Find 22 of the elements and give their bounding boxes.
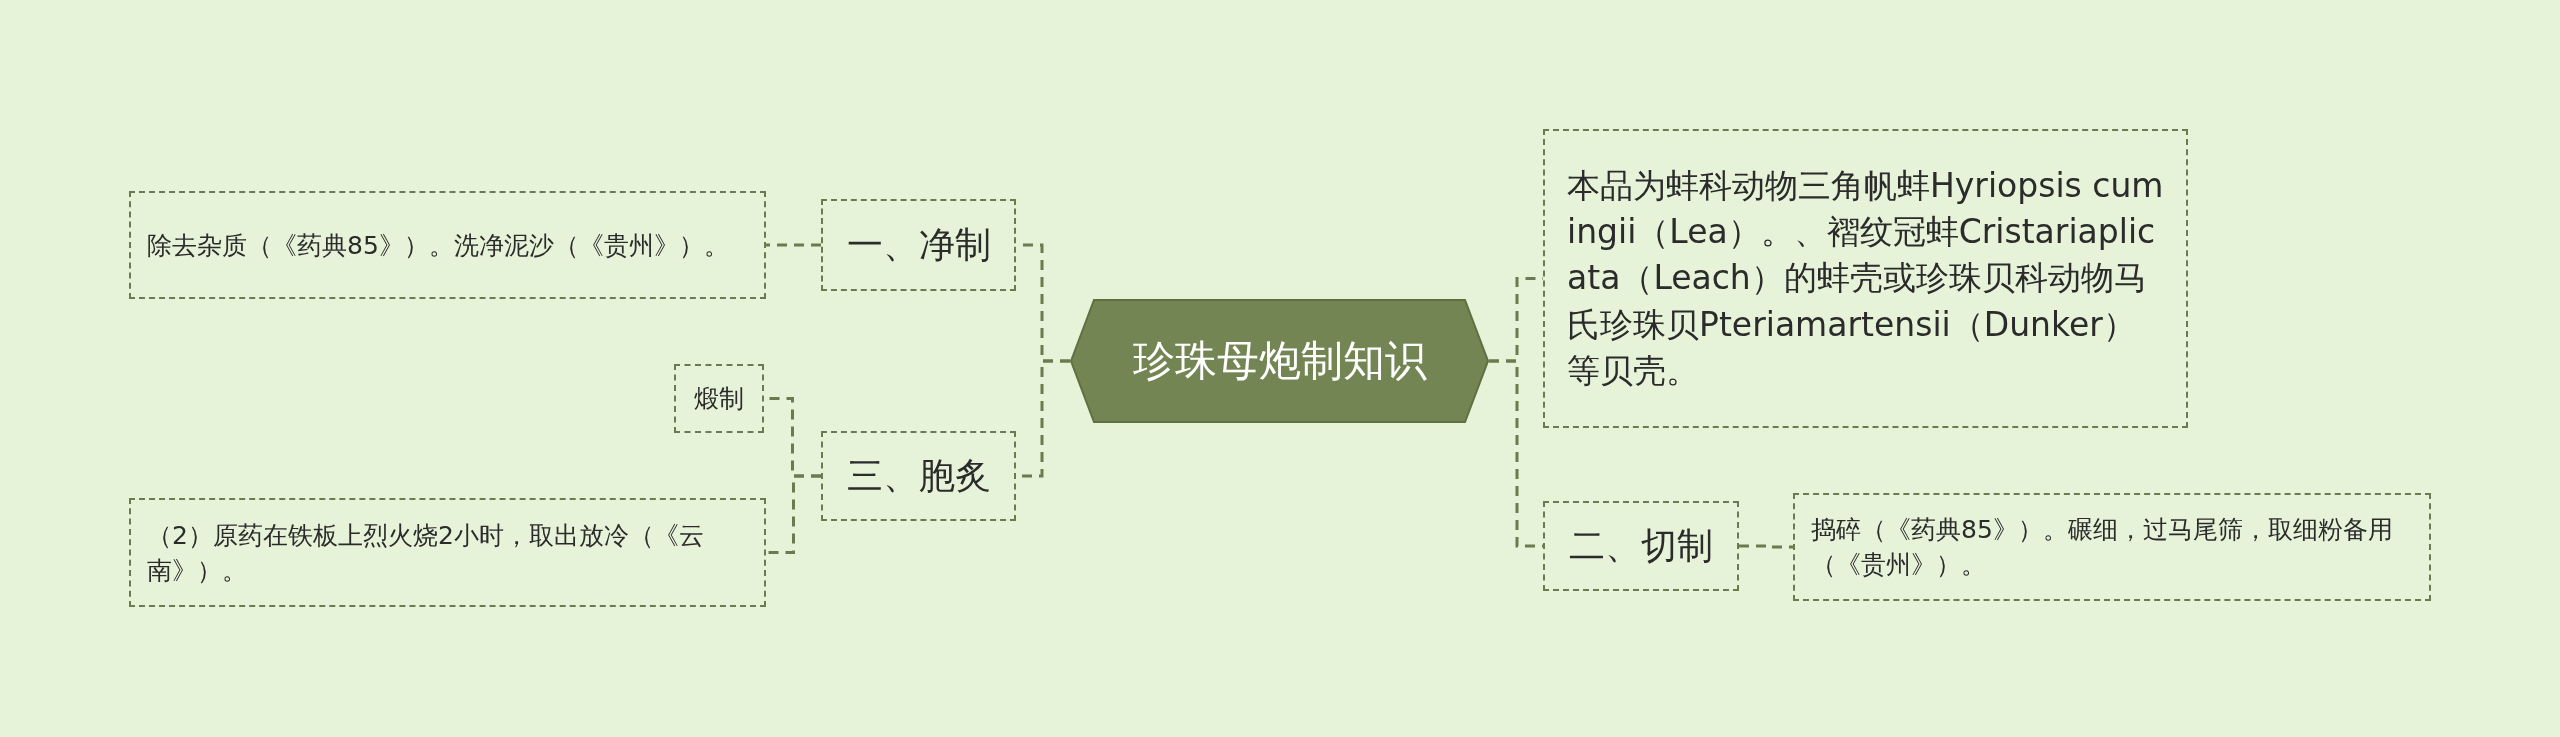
topic-text: 本品为蚌科动物三角帆蚌Hyriopsis cumingii（Lea）。、褶纹冠蚌Cristariaplicata（Leach）的蚌壳或珍珠贝科动物马氏珍珠贝Pteriamartensii（Dunker）等贝壳。 (1567, 165, 2164, 392)
topic-box (821, 431, 1016, 521)
subtopic-box (1793, 493, 2431, 601)
central-topic-text: 珍珠母炮制知识 (1132, 334, 1427, 387)
topic-box (1543, 129, 2188, 428)
topic-text: 除去杂质（《药典85》）。洗净泥沙（《贵州》）。 (147, 229, 729, 262)
topic-box (1543, 501, 1739, 591)
connector-line (1739, 544, 1793, 549)
subtopic-box (129, 498, 766, 607)
topic-text: 捣碎（《药典85》）。碾细，过马尾筛，取细粉备用（《贵州》）。 (1811, 514, 2394, 581)
topic-text: 一、净制 (846, 222, 991, 267)
topic-text: 二、切制 (1569, 523, 1713, 568)
connector-line (766, 474, 821, 554)
subtopic-box (674, 364, 764, 433)
topic-box (821, 199, 1016, 291)
central-topic-hexagon (1070, 299, 1489, 423)
subtopic-box (129, 191, 766, 299)
connector-line (766, 243, 821, 247)
topic-text: （2）原药在铁板上烈火烧2小时，取出放冷（《云南》）。 (147, 519, 705, 587)
topic-text: 煅制 (694, 383, 744, 415)
topic-text: 三、胞炙 (846, 453, 991, 498)
connector-line (1489, 359, 1543, 548)
